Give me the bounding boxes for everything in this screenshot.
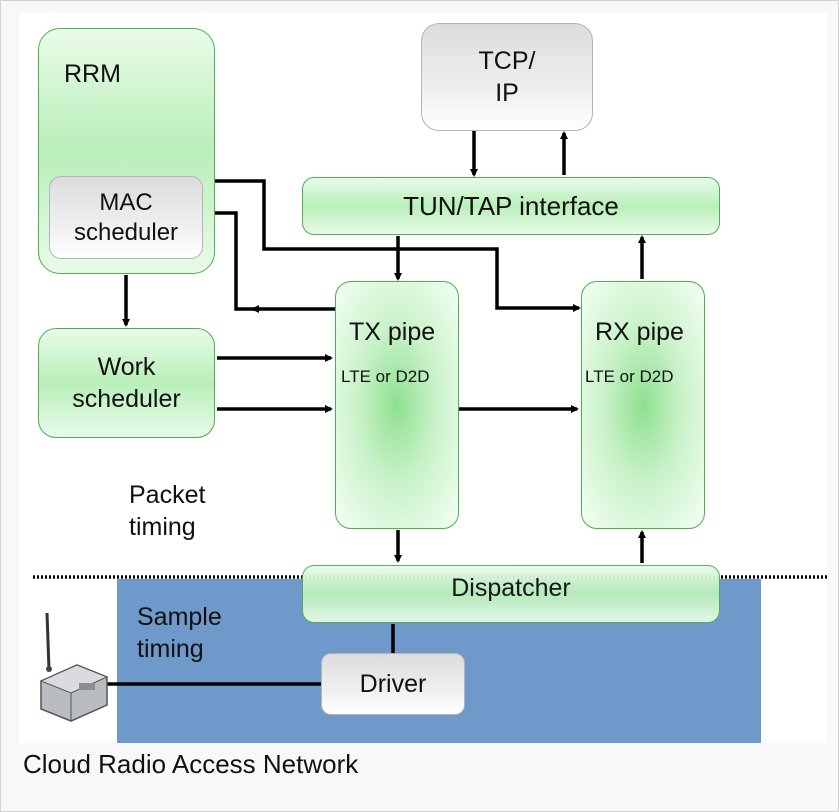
mac-label-line1: MAC — [99, 188, 153, 216]
line-mac-to-rx — [204, 179, 581, 312]
connectors — [33, 131, 827, 686]
sample-timing-label: Sample timing — [137, 601, 222, 665]
mac-label-line2: scheduler — [73, 218, 179, 246]
driver-block: Driver — [321, 653, 465, 715]
work-label-line2: scheduler — [72, 385, 181, 413]
rx-pipe-title: RX pipe — [595, 318, 684, 346]
packet-label-line2: timing — [129, 513, 196, 541]
dispatcher-label: Dispatcher — [451, 574, 571, 602]
sample-label-line1: Sample — [137, 603, 222, 631]
tcp-label-line2: IP — [495, 79, 519, 107]
rx-pipe-block — [581, 281, 705, 529]
tx-pipe-subtitle: LTE or D2D — [341, 367, 430, 386]
tx-pipe-title: TX pipe — [349, 318, 436, 346]
tcp-ip-block: TCP/ IP — [421, 23, 593, 131]
tuntap-interface-block: TUN/TAP interface — [302, 177, 720, 235]
rrm-label: RRM — [64, 60, 121, 88]
diagram-canvas: RRM MAC scheduler Work scheduler TCP/ IP… — [19, 13, 827, 743]
packet-timing-label: Packet timing — [129, 479, 205, 543]
line-tx-to-mac — [204, 211, 337, 311]
tuntap-label: TUN/TAP interface — [403, 190, 619, 221]
rx-pipe-subtitle: LTE or D2D — [585, 367, 674, 386]
sample-label-line2: timing — [137, 635, 204, 663]
work-scheduler-block: Work scheduler — [38, 328, 215, 438]
driver-label: Driver — [359, 669, 427, 698]
radio-device-icon — [39, 612, 109, 722]
packet-label-line1: Packet — [129, 481, 206, 509]
work-label-line1: Work — [97, 353, 156, 381]
tx-pipe-block — [335, 281, 459, 529]
dispatcher-block: Dispatcher — [302, 565, 720, 623]
tcp-label-line1: TCP/ — [478, 47, 536, 75]
figure-caption: Cloud Radio Access Network — [23, 749, 359, 779]
mac-scheduler-block: MAC scheduler — [49, 176, 203, 259]
